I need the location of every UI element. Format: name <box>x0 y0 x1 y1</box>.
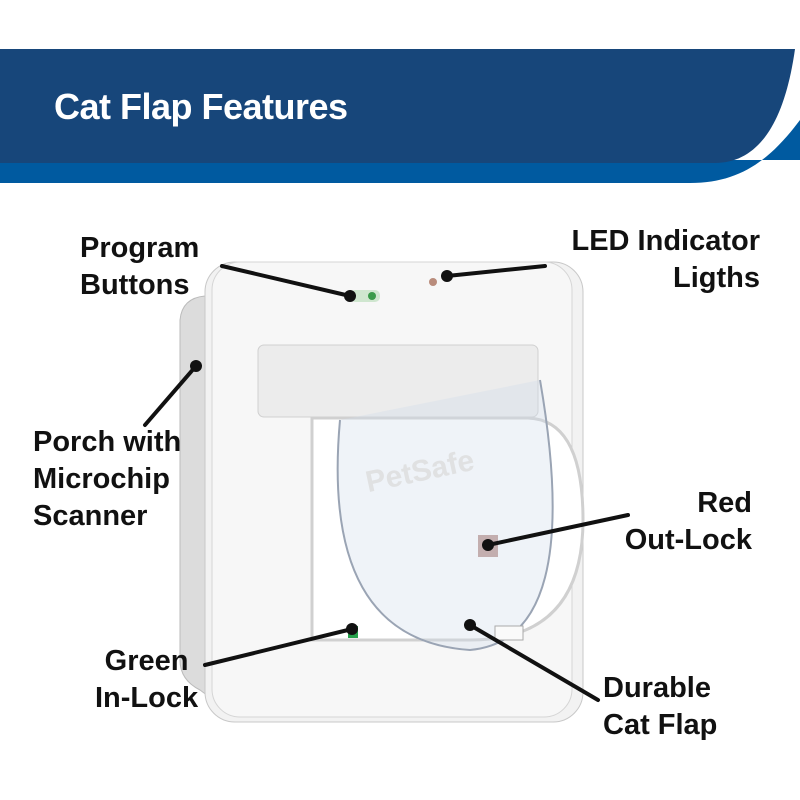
label-red-out-lock: Red Out-Lock <box>625 485 752 559</box>
cat-flap-product <box>179 261 585 723</box>
label-line: In-Lock <box>95 682 199 714</box>
label-line: Cat Flap <box>603 709 718 741</box>
label-line: Durable <box>603 672 711 704</box>
header-band-light <box>0 120 800 183</box>
label-line: Buttons <box>80 269 190 301</box>
label-porch-scanner: Porch with Microchip Scanner <box>33 424 181 535</box>
label-line: Porch with <box>33 426 182 458</box>
label-led-indicator: LED Indicator Ligths <box>571 223 760 297</box>
label-durable-flap: Durable Cat Flap <box>603 670 717 744</box>
label-line: LED Indicator <box>571 225 760 257</box>
callout-lines <box>143 264 630 702</box>
label-program-buttons: Program Buttons <box>80 230 199 304</box>
page-title: Cat Flap Features <box>54 86 348 127</box>
label-line: Green <box>104 645 189 677</box>
label-line: Ligths <box>673 262 760 294</box>
label-line: Red <box>697 487 752 519</box>
label-line: Microchip <box>33 463 170 495</box>
label-line: Out-Lock <box>624 524 752 556</box>
label-line: Program <box>80 232 200 264</box>
label-green-in-lock: Green In-Lock <box>95 643 198 717</box>
header-band-dark <box>0 49 795 163</box>
label-line: Scanner <box>33 500 148 532</box>
